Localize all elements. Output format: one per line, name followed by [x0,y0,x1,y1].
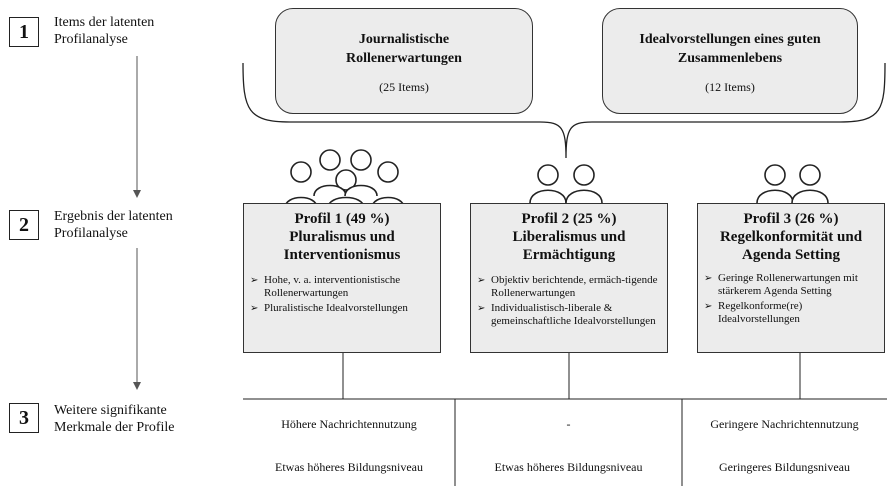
people-icon-profile-3 [756,164,829,204]
profile-box-1: Profil 1 (49 %) Pluralismus und Interven… [243,203,441,353]
step-label-3-line-1: Weitere signifikante [54,403,167,418]
profile-3-bullet-2-text: Regelkonforme(re) Idealvorstellungen [718,300,803,325]
bullet-arrow-icon: ➢ [477,303,486,314]
bullet-arrow-icon: ➢ [704,273,713,284]
item-group-1-title-line-2: Rollenerwartungen [346,51,462,66]
item-group-journalistic-roles: Journalistische Rollenerwartungen (25 It… [275,8,533,114]
bullet-arrow-icon: ➢ [250,303,259,314]
item-group-1-title-line-1: Journalistische [358,32,450,47]
table-row-1-cell-1: Höhere Nachrichtennutzung [281,416,417,431]
step-label-2-line-1: Ergebnis der latenten [54,209,173,224]
profile-2-bullet-1-text: Objektiv berichtende, ermäch-tigende Rol… [491,274,658,299]
profile-box-2: Profil 2 (25 %) Liberalismus und Ermächt… [470,203,668,353]
item-group-2-title-line-2: Zusammenlebens [677,51,783,66]
profile-2-bullet-1: ➢ Objektiv berichtende, ermäch-tigende Ro… [477,274,661,300]
item-group-2-title-line-1: Idealvorstellungen eines guten [639,32,821,47]
step-label-2: Ergebnis der latenten Profilanalyse [54,208,173,242]
step-arrow-1-2 [133,56,141,198]
table-grid [243,398,887,486]
profile-1-bullets: ➢ Hohe, v. a. interventionistische Rollen… [244,274,440,315]
step-label-2-line-2: Profilanalyse [54,226,128,241]
table-row-2-cell-2: Etwas höheres Bildungsniveau [494,459,643,474]
table-row-1-cell-2: - [566,416,571,431]
step-label-1: Items der latenten Profilanalyse [54,14,154,48]
step-number-3: 3 [9,403,39,433]
profile-3-bullet-1-text: Geringe Rollenerwartungen mit stärkerem … [718,272,858,297]
curly-brace [242,62,886,159]
profile-2-bullet-2: ➢ Individualistisch-liberale & gemeinscha… [477,302,661,328]
profile-2-title-line-1: Profil 2 (25 %) [521,211,617,227]
profile-3-bullet-1: ➢ Geringe Rollenerwartungen mit stärkerem… [704,272,878,298]
profile-1-bullet-2: ➢ Pluralistische Idealvorstellungen [250,302,434,315]
step-label-3: Weitere signifikante Merkmale der Profil… [54,402,175,436]
profile-1-title-line-1: Profil 1 (49 %) [294,211,390,227]
profile-box-3: Profil 3 (26 %) Regelkonformität und Age… [697,203,885,353]
table-row-1-cell-3: Geringere Nachrichtennutzung [710,416,859,431]
profile-3-title-line-3: Agenda Setting [742,247,840,263]
bullet-arrow-icon: ➢ [477,275,486,286]
profile-2-title-line-2: Liberalismus und [512,229,626,245]
profile-3-title: Profil 3 (26 %) Regelkonformität und Age… [698,210,884,264]
item-group-2-count: (12 Items) [705,80,755,94]
bullet-arrow-icon: ➢ [250,275,259,286]
item-group-1-count: (25 Items) [379,80,429,94]
table-row-2-cell-1: Etwas höheres Bildungsniveau [275,459,423,474]
profile-2-title: Profil 2 (25 %) Liberalismus und Ermächt… [471,210,667,264]
step-arrow-2-3 [133,248,141,390]
profile-1-bullet-1-text: Hohe, v. a. interventionistische Rollene… [264,274,401,299]
step-label-1-line-2: Profilanalyse [54,32,128,47]
profile-3-bullet-2: ➢ Regelkonforme(re) Idealvorstellungen [704,300,878,326]
item-group-ideal-society: Idealvorstellungen eines guten Zusammenl… [602,8,858,114]
profile-3-bullets: ➢ Geringe Rollenerwartungen mit stärkerem… [698,272,884,326]
profile-3-title-line-1: Profil 3 (26 %) [743,211,839,227]
bullet-arrow-icon: ➢ [704,301,713,312]
step-number-2: 2 [9,210,39,240]
profile-1-bullet-2-text: Pluralistische Idealvorstellungen [264,302,408,314]
profile-1-title-line-2: Pluralismus und [289,229,395,245]
profile-2-bullet-2-text: Individualistisch-liberale & gemeinschaf… [491,302,656,327]
step-label-1-line-1: Items der latenten [54,15,155,30]
profile-1-bullet-1: ➢ Hohe, v. a. interventionistische Rollen… [250,274,434,300]
profile-1-title-line-3: Interventionismus [283,247,401,263]
table-row-2-cell-3: Geringeres Bildungsniveau [719,459,850,474]
people-icon-profile-2 [529,164,603,204]
people-icon-profile-1 [284,149,405,209]
profile-3-title-line-2: Regelkonformität und [719,229,863,245]
profile-1-title: Profil 1 (49 %) Pluralismus und Interven… [244,210,440,264]
step-number-1: 1 [9,17,39,47]
step-label-3-line-2: Merkmale der Profile [54,420,175,435]
profile-2-title-line-3: Ermächtigung [522,247,616,263]
profile-2-bullets: ➢ Objektiv berichtende, ermäch-tigende Ro… [471,274,667,328]
